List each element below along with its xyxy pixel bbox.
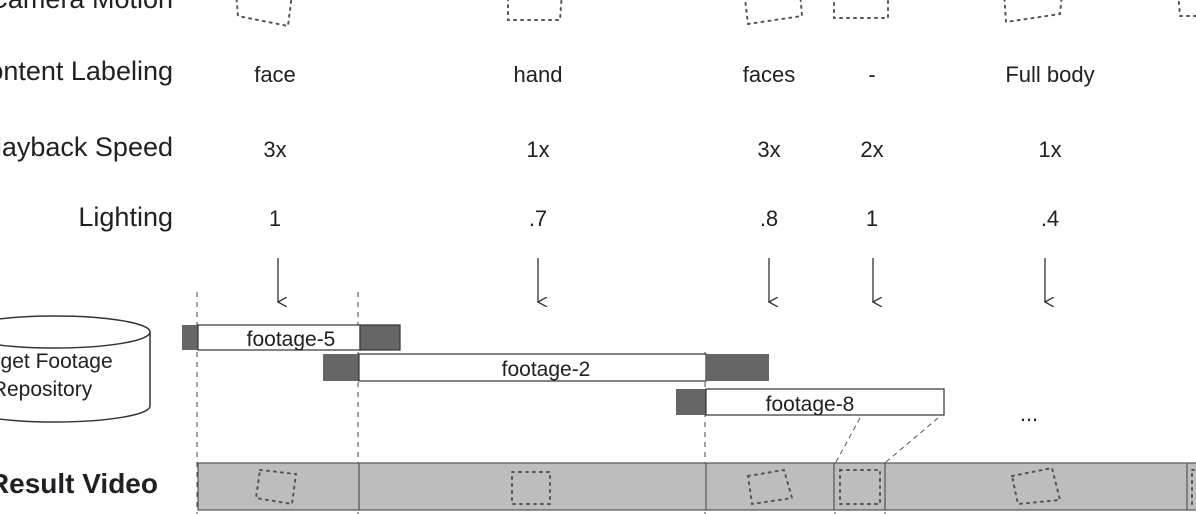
- more-footage-ellipsis: ...: [1020, 401, 1038, 426]
- footage-5-label: footage-5: [247, 328, 336, 351]
- row-label-camera-motion: Camera Motion: [0, 0, 173, 14]
- speed-cell-5: 1x: [1038, 137, 1061, 162]
- row-label-lighting: Lighting: [78, 202, 173, 232]
- clip-used-segment: [705, 388, 945, 416]
- camera-motion-glyphs: [235, 0, 1196, 28]
- row-label-content-labeling: Content Labeling: [0, 56, 173, 86]
- result-video-bar: [197, 462, 1196, 511]
- result-motion-glyph-3: [746, 468, 794, 506]
- clip-used-segment: [358, 353, 707, 382]
- content-cell-3: faces: [743, 62, 796, 87]
- content-cell-1: face: [254, 62, 296, 87]
- clip-trim-block: [706, 354, 769, 381]
- speed-cell-1: 3x: [263, 137, 286, 162]
- lighting-cell-1: 1: [269, 206, 281, 231]
- camera-motion-glyph-6: [1177, 0, 1196, 17]
- result-segment-dividers: [358, 463, 1188, 510]
- content-cell-2: hand: [514, 62, 563, 87]
- repository-label-line1: Target Footage: [0, 350, 113, 373]
- camera-motion-glyph-4: [833, 0, 889, 19]
- footage-2-clip: [323, 353, 769, 382]
- lighting-cell-3: .8: [760, 206, 778, 231]
- clip-trim-block: [676, 389, 706, 415]
- camera-motion-glyph-1: [235, 0, 293, 28]
- lighting-cell-4: 1: [866, 206, 878, 231]
- result-motion-glyph-1: [254, 468, 298, 506]
- content-cell-4: -: [868, 62, 875, 87]
- result-motion-glyph-4: [839, 469, 881, 505]
- lighting-cell-5: .4: [1041, 206, 1059, 231]
- result-motion-glyphs: [254, 466, 1196, 506]
- down-arrows: [278, 258, 1045, 302]
- footage-8-clip: [676, 388, 945, 416]
- row-label-playback-speed: Playback Speed: [0, 132, 173, 162]
- lighting-cell-2: .7: [529, 206, 547, 231]
- camera-motion-glyph-3: [744, 0, 804, 26]
- speed-cell-3: 3x: [757, 137, 780, 162]
- result-video-label: Result Video: [0, 468, 158, 499]
- clip-trim-block: [359, 324, 401, 351]
- result-motion-glyph-5: [1010, 466, 1062, 506]
- speed-cell-4: 2x: [860, 137, 883, 162]
- speed-cell-2: 1x: [526, 137, 549, 162]
- clip-used-segment: [197, 324, 361, 351]
- result-motion-glyph-2: [511, 471, 551, 505]
- camera-motion-glyph-2: [507, 0, 563, 21]
- footage-8-projection: [835, 417, 939, 463]
- footage-2-label: footage-2: [502, 358, 591, 381]
- content-cell-5: Full body: [1005, 62, 1094, 87]
- repository-label-line2: Repository: [0, 378, 93, 401]
- footage-8-label: footage-8: [766, 393, 855, 416]
- clip-trim-block: [323, 354, 359, 381]
- clip-trim-block: [182, 325, 198, 350]
- camera-motion-glyph-5: [1003, 0, 1063, 24]
- repository-cylinder-icon: [0, 315, 151, 423]
- projection-line: [885, 417, 939, 463]
- footage-5-clip: [182, 324, 401, 351]
- projection-line: [835, 417, 861, 463]
